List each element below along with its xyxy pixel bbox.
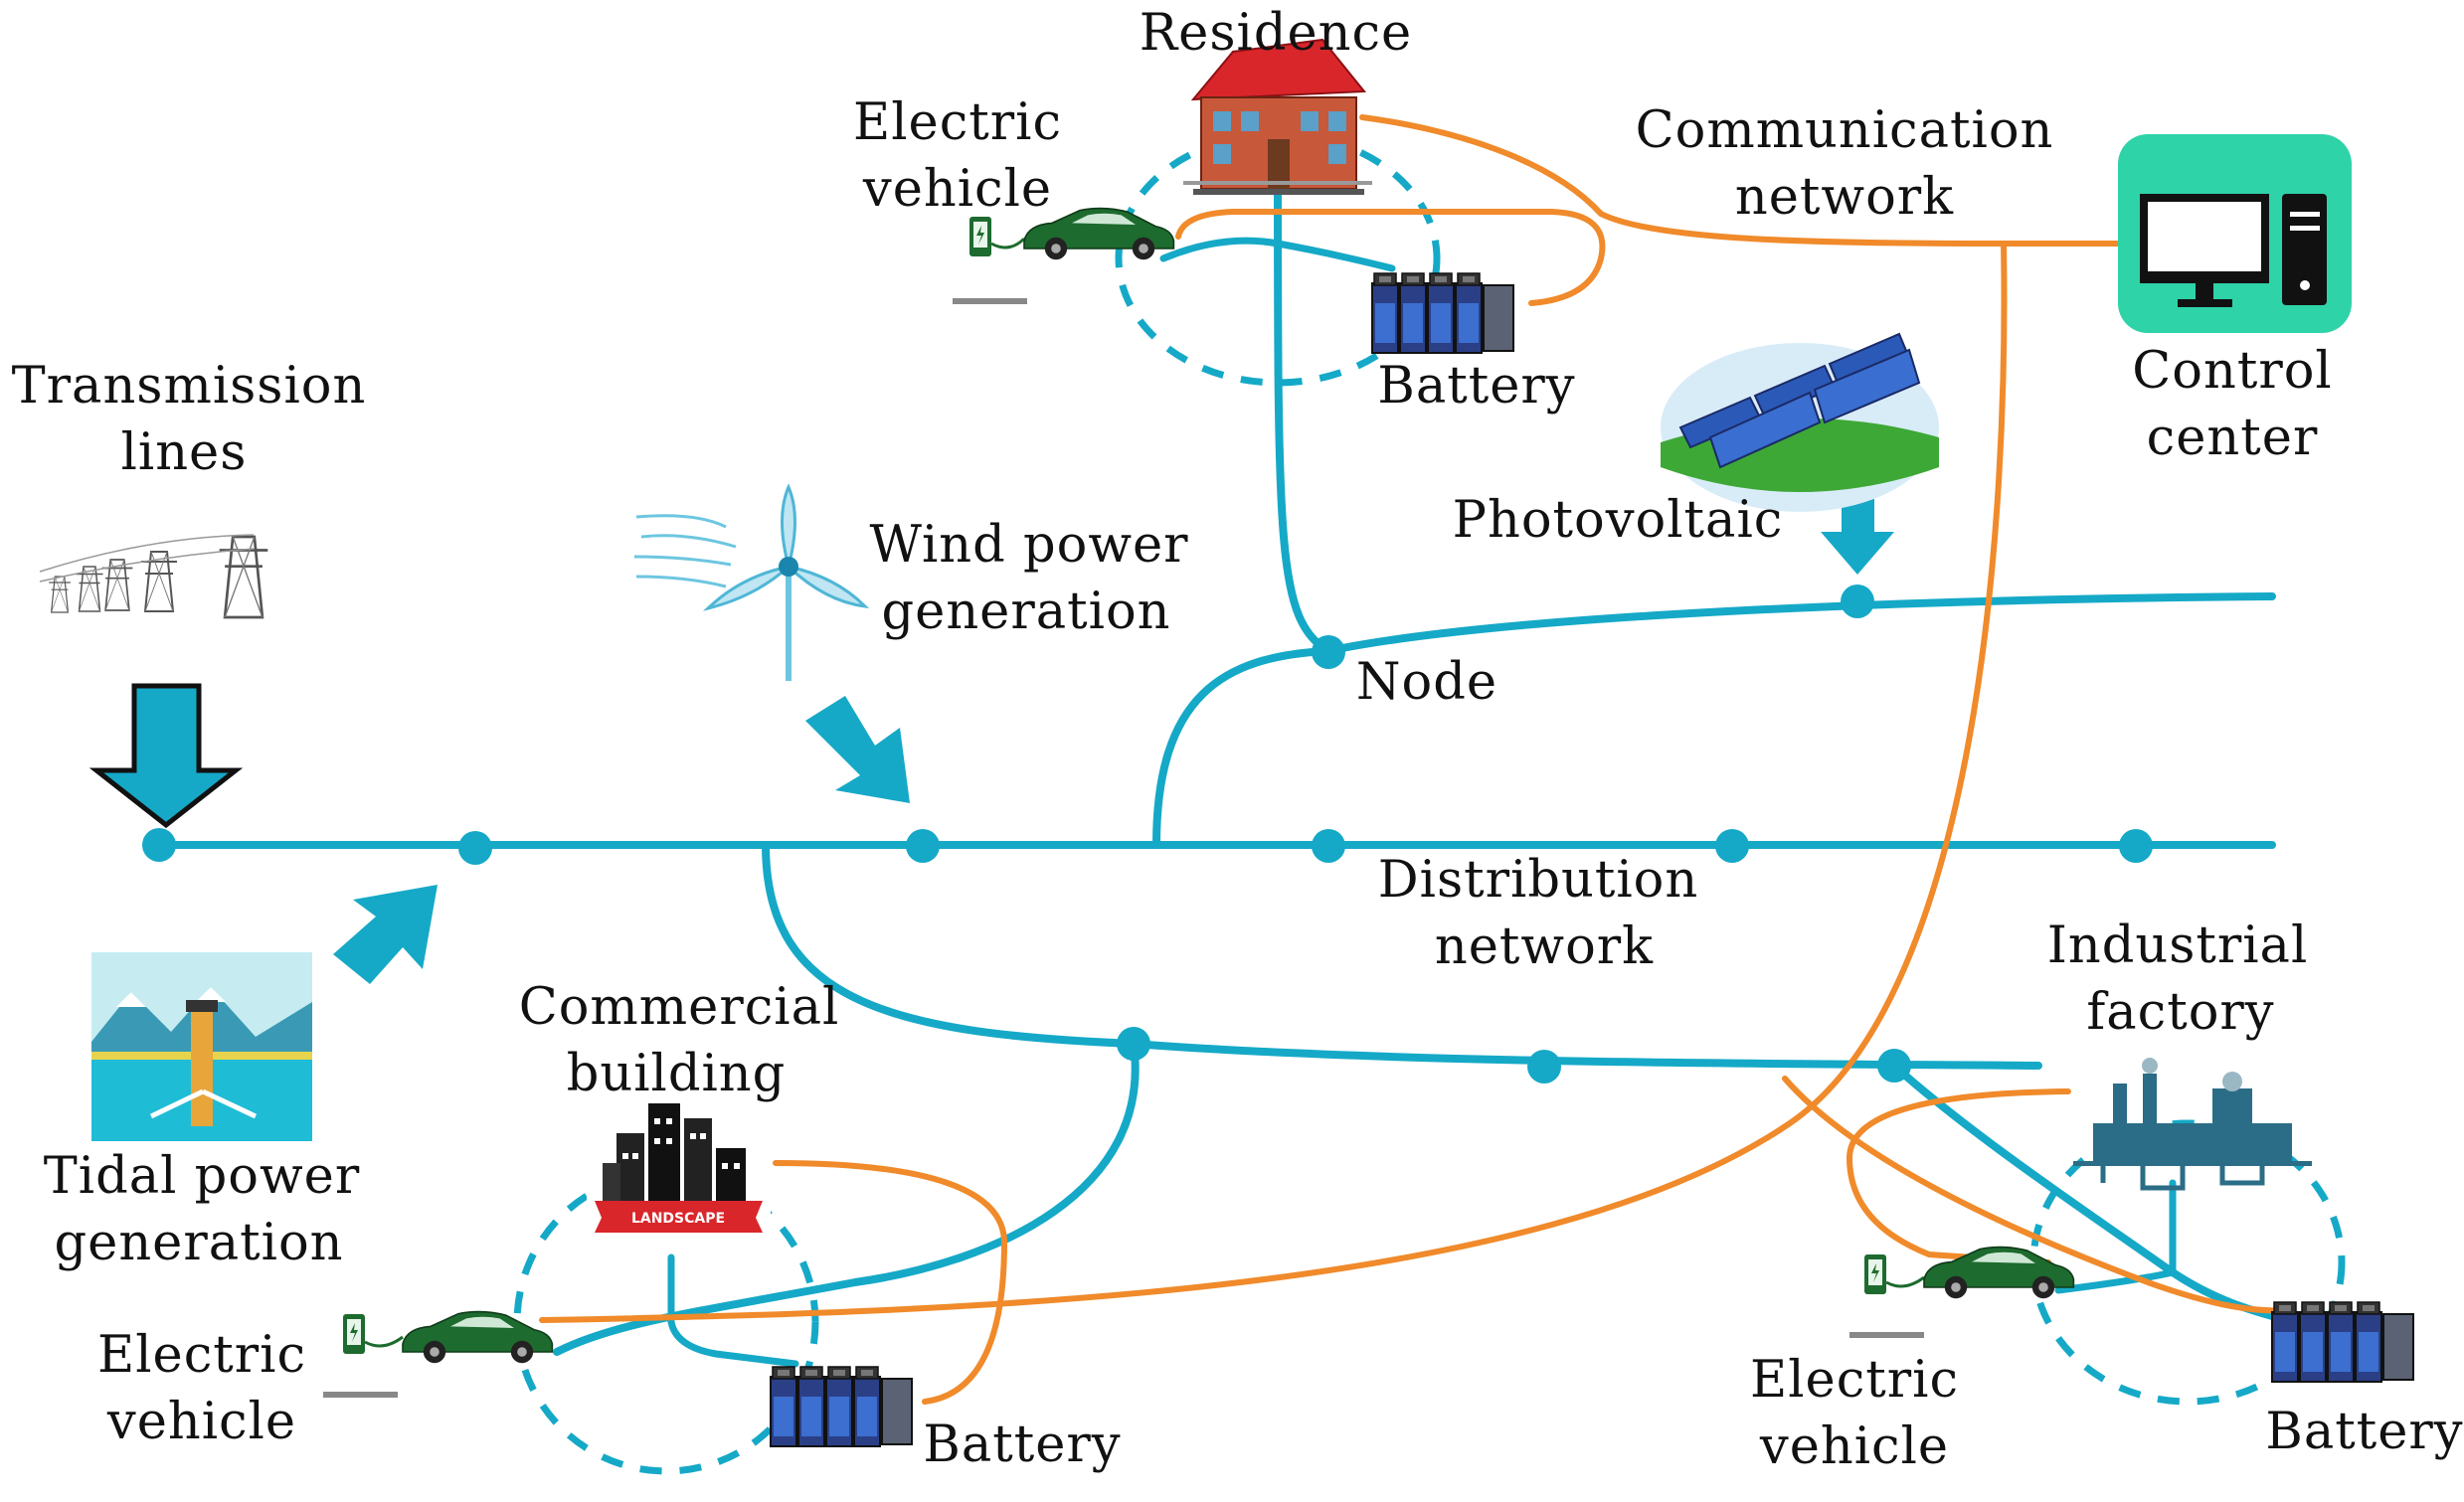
- residence-feeder-line: [1274, 145, 1331, 655]
- caption-strip: [1849, 1332, 1924, 1338]
- commercial-battery-comm-line: [773, 1160, 1008, 1405]
- charger-icon: [343, 1314, 365, 1354]
- node: [1312, 829, 1345, 863]
- caption-strip: [323, 1392, 398, 1398]
- car-icon: [402, 1310, 554, 1364]
- distribution-label-line2: network: [1435, 918, 1654, 976]
- computer-icon: [2118, 134, 2352, 333]
- node: [1841, 584, 1874, 618]
- communication-label-line2: network: [1735, 168, 1954, 227]
- city-building-icon: LANDSCAPE: [587, 1093, 771, 1243]
- battery-icon: [1372, 273, 1513, 353]
- residence-microgrid-circle: [1115, 130, 1441, 387]
- distribution-label-line1: Distribution: [1378, 851, 1698, 910]
- transmission-label-line1: Transmission: [12, 357, 367, 416]
- wind-label-line2: generation: [882, 583, 1171, 641]
- upper-branch-line: [1152, 592, 2276, 849]
- caption-strip: [953, 298, 1027, 304]
- node: [1312, 635, 1345, 669]
- transmission-label-line2: lines: [121, 423, 248, 482]
- photovoltaic-label: Photovoltaic: [1453, 491, 1784, 550]
- residence-label: Residence: [1140, 4, 1412, 63]
- power-lines: [155, 135, 2291, 1368]
- communication-label-line1: Communication: [1636, 101, 2054, 160]
- battery-top-label: Battery: [1377, 357, 1575, 416]
- battery-right-label: Battery: [2265, 1403, 2463, 1461]
- ev-top-label-line2: vehicle: [862, 160, 1052, 219]
- commercial-feeder-line: [553, 1040, 1140, 1356]
- flow-arrows: [88, 499, 1894, 984]
- industrial-ev-line: [2054, 1179, 2177, 1294]
- lower-branch-line: [762, 841, 2042, 1070]
- control-to-commercial-line: [539, 241, 2008, 1323]
- battery-left-label: Battery: [923, 1416, 1121, 1474]
- wind-arrow-icon: [805, 696, 910, 803]
- residence-to-control-line: [1359, 114, 2121, 247]
- transmission-tower-icon: [39, 534, 269, 619]
- battery-icon: [771, 1367, 912, 1446]
- battery-icon: [2272, 1302, 2413, 1382]
- ev-left-label-line2: vehicle: [106, 1393, 296, 1451]
- charger-icon: [1864, 1254, 1886, 1294]
- tidal-arrow-icon: [333, 885, 438, 984]
- node: [906, 829, 940, 863]
- tidal-label-line1: Tidal power: [44, 1147, 360, 1206]
- charger-icon: [969, 217, 991, 256]
- wind-label-line1: Wind power: [869, 516, 1188, 575]
- industrial-ev-comm-line: [1846, 1088, 2071, 1265]
- residence-ev-battery-line: [1159, 237, 1396, 272]
- commercial-label-line2: building: [567, 1045, 787, 1103]
- commercial-battery-line: [667, 1253, 799, 1368]
- node: [1715, 829, 1749, 863]
- landscape-sign-label: LANDSCAPE: [631, 1211, 725, 1227]
- labels: Residence Electric vehicle Communication…: [12, 4, 2463, 1476]
- tidal-power-icon: [91, 952, 312, 1141]
- house-icon: [1190, 38, 1367, 195]
- commercial-microgrid-circle: [513, 1169, 819, 1475]
- node: [2119, 829, 2153, 863]
- solar-panel-icon: [1661, 332, 1939, 512]
- ev-left-label-line1: Electric: [97, 1326, 306, 1385]
- node: [458, 831, 492, 865]
- communication-lines: [539, 114, 2290, 1405]
- factory-icon: [2073, 1058, 2312, 1191]
- node: [1117, 1027, 1150, 1061]
- tidal-label-line2: generation: [55, 1214, 344, 1272]
- control-center-label-line2: center: [2147, 409, 2319, 467]
- node: [1527, 1050, 1561, 1084]
- ev-right-label-line2: vehicle: [1759, 1418, 1949, 1476]
- caption-strip: [1183, 181, 1372, 185]
- grid-nodes: [142, 584, 2153, 1084]
- residence-ev-battery-comm-line: [1175, 209, 1606, 306]
- ev-top-label-line1: Electric: [853, 93, 1062, 152]
- wind-turbine-icon: [633, 483, 870, 681]
- control-center-label-line1: Control: [2132, 342, 2332, 401]
- node: [1877, 1049, 1911, 1083]
- transmission-arrow-icon: [88, 683, 244, 829]
- control-to-industrial-line: [1782, 1076, 2290, 1314]
- ev-right-label-line1: Electric: [1750, 1351, 1959, 1410]
- industrial-label-line2: factory: [2086, 983, 2274, 1042]
- photovoltaic-arrow-icon: [1821, 499, 1894, 575]
- commercial-label-line1: Commercial: [519, 978, 840, 1037]
- node: [142, 828, 176, 862]
- industrial-label-line1: Industrial: [2047, 917, 2309, 975]
- node-label: Node: [1356, 653, 1497, 712]
